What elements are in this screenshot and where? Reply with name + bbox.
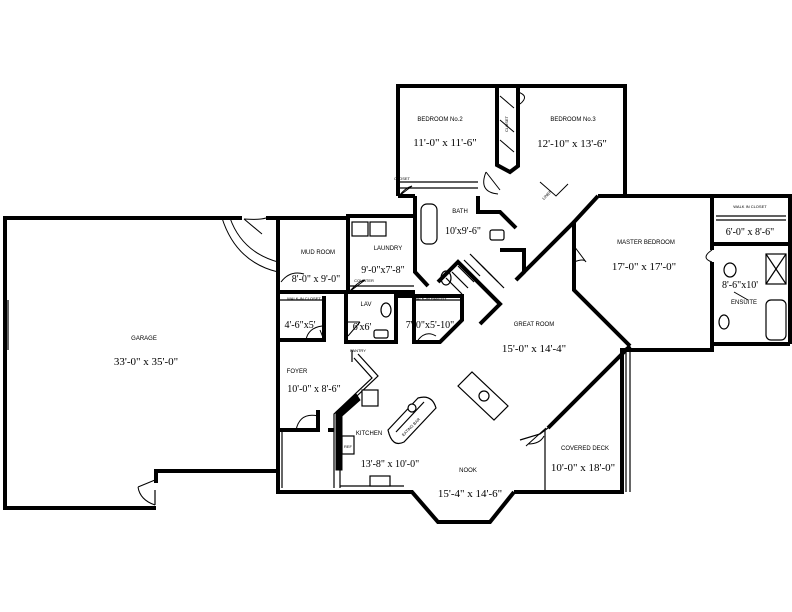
greatroom-dim: 15'-0" x 14'-4" [502,343,566,355]
garage-dim: 33'-0" x 35'-0" [114,356,178,368]
master-dim: 17'-0" x 17'-0" [612,261,676,273]
walk-in-pantry: WALK-IN PANTRY 7'-0"x5'-10" [396,294,464,344]
bedroom2-name: BEDROOM No.2 [417,117,463,123]
pantry-small-label: PANTRY [350,348,366,353]
bath-dim: 10'x9'-6" [445,226,481,237]
walk-in-closet: WALK-IN CLOSET 4'-6"x5' [278,296,326,342]
foyer-dim: 10'-0" x 8'-6" [287,384,340,395]
washer [351,221,369,237]
bathtub [420,203,438,245]
fridge [341,435,355,455]
master-wic-dim: 6'-0" x 8'-6" [726,227,774,238]
bedroom2-dim: 11'-0" x 11'-6" [413,137,476,149]
mud-room: MUD ROOM 8'-0" x 9'-0" [278,218,350,294]
nook-name: NOOK [459,468,477,474]
ensuite-dim: 8'-6"x10' [722,280,758,291]
kitchen-name: KITCHEN [356,431,382,437]
greatroom-name: GREAT ROOM [514,322,554,328]
bath-name: BATH [452,209,468,215]
stairs [436,248,526,326]
deck-name: COVERED DECK [561,446,609,452]
pantry-dim: 7'-0"x5'-10" [406,320,454,331]
counter-label: COUNTER [354,278,374,283]
nook: NOOK 15'-4" x 14'-6" [411,427,549,521]
garage-name: GARAGE [131,336,157,342]
kitchen-sink [369,475,391,487]
house-outline [276,84,792,524]
walkin1-name: WALK-IN CLOSET [287,296,321,301]
pantry-name: WALK-IN PANTRY [413,296,447,301]
closet-label-top: CLOSET [504,115,509,132]
coffee-table [457,371,509,421]
kitchen-dim: 13'-8" x 10'-0" [361,459,419,470]
master-name: MASTER BEDROOM [617,240,675,246]
laundry-dim: 9'-0"x7'-8" [361,265,404,276]
lav-toilet [380,302,392,318]
closet-label-left: CLOSET [394,176,411,181]
ensuite-tub [765,299,787,341]
sink [489,229,505,241]
mudroom-name: MUD ROOM [301,250,335,256]
lav-sink [373,329,389,339]
ensuite-sink [718,314,730,330]
master-wic-name: WALK IN CLOSET [733,204,767,209]
bedroom-no2: BEDROOM No.2 11'-0" x 11'-6" CLOSET [394,117,478,197]
great-room: GREAT ROOM 15'-0" x 14'-4" [502,220,632,430]
garage-labels: GARAGE 33'-0" x 35'-0" [114,336,178,368]
bedroom-no3: BEDROOM No.3 12'-10" x 13'-6" CLOSET LIN… [495,86,607,201]
range [361,389,379,407]
ensuite: ENSUITE 8'-6"x10' [718,253,787,341]
ensuite-toilet [723,262,737,278]
ensuite-name: ENSUITE [731,300,757,306]
walkin1-dim: 4'-6"x5' [284,320,315,331]
eating-bar: EATING BAR [387,396,437,445]
lav: LAV 6'x6' [344,292,398,344]
covered-deck: COVERED DECK 10'-0" x 18'-0" [525,350,631,492]
deck-dim: 10'-0" x 18'-0" [551,462,615,474]
lav-name: LAV [361,302,372,308]
bath: BATH 10'x9'-6" [413,171,518,288]
lav-dim: 6'x6' [353,322,372,333]
laundry: LAUNDRY 9'-0"x7'-8" COUNTER [348,221,415,294]
bedroom3-name: BEDROOM No.3 [550,117,596,123]
laundry-name: LAUNDRY [374,246,403,252]
master-walk-in-closet: WALK IN CLOSET 6'-0" x 8'-6" [712,204,790,246]
master-bedroom: MASTER BEDROOM 17'-0" x 17'-0" [573,196,714,344]
mudroom-dim: 8'-0" x 9'-0" [292,274,340,285]
ref-label: REF [344,444,353,449]
foyer: FOYER 10'-0" x 8'-6" [278,350,353,488]
nook-dim: 15'-4" x 14'-6" [438,488,502,500]
linen-label: LINEN [541,189,553,201]
foyer-name: FOYER [287,369,308,375]
bedroom3-dim: 12'-10" x 13'-6" [537,138,607,150]
dryer [369,221,387,237]
kitchen: REF PANTRY KITCHEN 13'-8" x 10'-0" [333,348,419,488]
